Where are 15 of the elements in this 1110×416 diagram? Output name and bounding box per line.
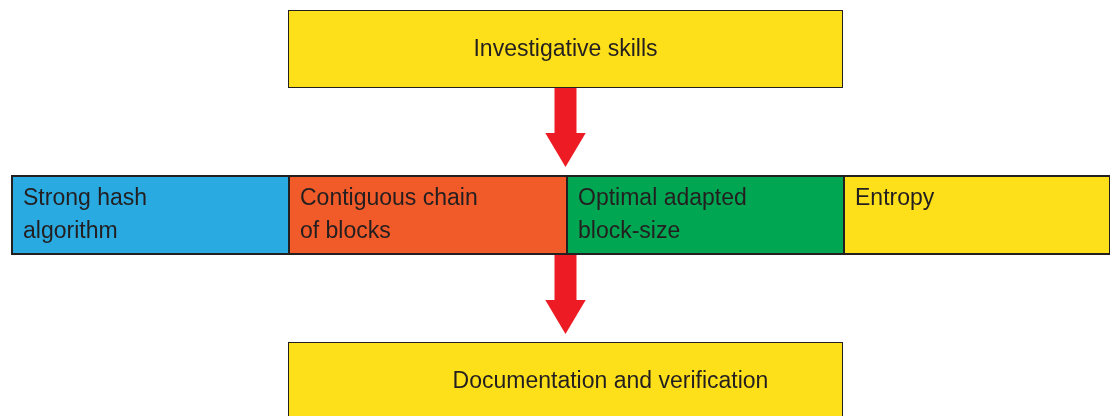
segment-box [12,176,289,254]
box-label: Investigative skills [473,34,658,64]
box-label: Entropy [855,183,935,212]
process-box [288,10,843,88]
arrow [545,255,586,334]
process-box [288,342,843,416]
segment-box [567,176,844,254]
arrow [545,88,586,167]
box-label: Documentation and verification [452,366,769,396]
segment-box [844,176,1110,254]
box-label: Contiguous chain of blocks [300,183,479,246]
box-label: Strong hash algorithm [23,183,149,246]
box-label: Optimal adapted block-size [578,183,748,246]
segment-bar [11,175,1110,255]
segment-box [289,176,567,254]
